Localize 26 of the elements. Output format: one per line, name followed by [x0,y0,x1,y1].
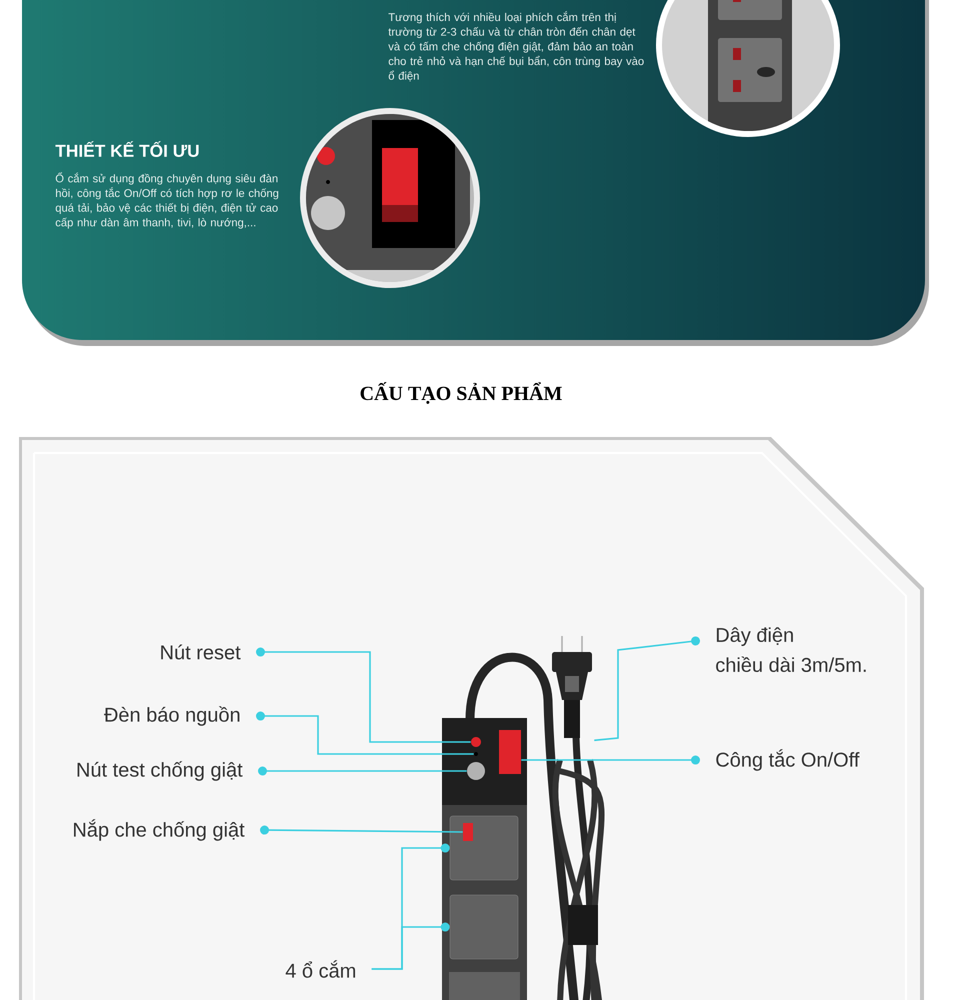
leader-line [260,826,463,835]
leader-line [256,648,471,743]
shutter [463,823,473,841]
label: Nắp che chống giật [74,819,245,841]
test-button [467,762,485,780]
heading: THIẾT KẾ TỐI ƯU [55,141,199,157]
paragraph: Ổ cắm sử dụng đồng chuyên dụng siêu đàn hồi, công tắc On/Off có tích hợp rơ le chống quá tải, bảo vệ các thiết bị điện, điện tử cao cấp như dàn âm thanh, tivi, lò nướng,... [56,172,278,229]
label: Công tắc On/Off [716,749,860,771]
label: Đèn báo nguồn [104,706,240,726]
label: 4 ổ cắm [286,960,356,978]
leader-line [258,766,467,776]
leader-line [594,636,700,742]
leader-line [372,922,450,970]
leader-line [521,756,700,764]
label: Nút test chống giật [78,761,243,781]
reset-button [471,737,481,747]
label: Dây điện chiều dài 3m/5m. [716,627,866,672]
socket [450,816,518,880]
leader-line [256,712,474,755]
label: Nút reset [161,644,241,660]
socket [450,894,518,960]
paragraph: Tương thích với nhiều loại phích cắm trên thị trường từ 2-3 chấu và từ chân tròn đến chân dẹt và có tấm che chống điện giật, đảm bảo an toàn cho trẻ nhỏ và hạn chế bụi bẩn, côn trùng bay vào ổ điện [388,11,644,82]
title: CẤU TẠO SẢN PHẨM [360,382,562,404]
indicator-light [474,752,478,756]
plug-drawing [552,636,592,738]
rocker-switch [499,730,521,774]
